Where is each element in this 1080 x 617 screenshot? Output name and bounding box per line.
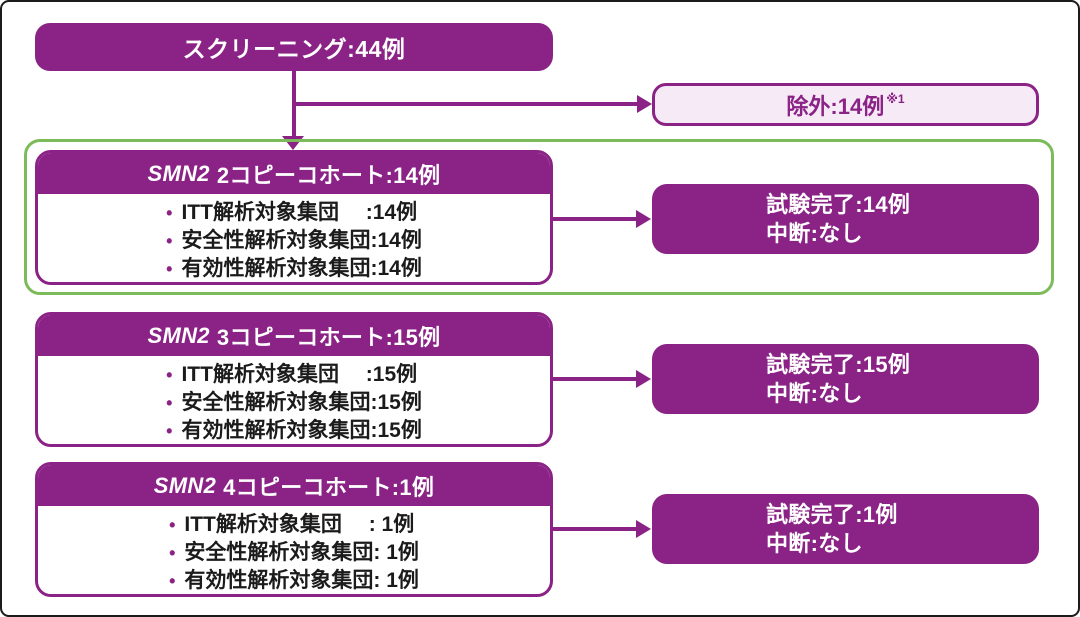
outcome-box-smn2-4copy: 試験完了:1例 中断:なし bbox=[652, 494, 1039, 564]
analysis-set-list: • ITT解析対象集団 :14例 • 安全性解析対象集団:14例 • 有効性解析対象集… bbox=[166, 199, 422, 282]
outcome-discontinued: 中断:なし bbox=[766, 531, 863, 556]
list-item: • 有効性解析対象集団:14例 bbox=[166, 255, 422, 282]
list-item: • 有効性解析対象集団:15例 bbox=[166, 417, 422, 444]
arrow-right-icon bbox=[636, 370, 651, 388]
outcome-box-smn2-3copy: 試験完了:15例 中断:なし bbox=[652, 344, 1039, 414]
list-item: • ITT解析対象集団 :15例 bbox=[166, 361, 422, 389]
list-item-label: ITT解析対象集団 : 1例 bbox=[184, 513, 415, 536]
highlight-frame bbox=[24, 139, 1054, 295]
list-item-label: 安全性解析対象集団:15例 bbox=[181, 391, 422, 414]
list-item: • ITT解析対象集団 : 1例 bbox=[169, 511, 419, 539]
arrow-right-icon bbox=[636, 210, 651, 228]
analysis-set-list: • ITT解析対象集団 :15例 • 安全性解析対象集団:15例 • 有効性解析対象集… bbox=[166, 361, 422, 444]
bullet-icon: • bbox=[166, 203, 173, 223]
bullet-icon: • bbox=[166, 231, 173, 251]
outcome-discontinued: 中断:なし bbox=[766, 381, 863, 406]
outcome-completed: 試験完了:14例 bbox=[766, 192, 911, 217]
bullet-icon: • bbox=[169, 515, 176, 535]
list-item-label: ITT解析対象集団 :14例 bbox=[181, 201, 418, 224]
screening-label: スクリーニング:44例 bbox=[182, 36, 406, 62]
connector-outcome-line bbox=[553, 377, 637, 381]
cohort-body: • ITT解析対象集団 : 1例 • 安全性解析対象集団: 1例 • 有効性解析対象集… bbox=[38, 506, 550, 594]
cohort-title-gene: SMN2 bbox=[153, 472, 217, 498]
excluded-label: 除外:14例 bbox=[786, 93, 885, 119]
list-item: • 安全性解析対象集団:14例 bbox=[166, 227, 422, 255]
cohort-title-rest: 2コピーコホート:14例 bbox=[216, 162, 441, 188]
cohort-title-gene: SMN2 bbox=[147, 160, 210, 186]
list-item-label: ITT解析対象集団 :15例 bbox=[181, 363, 418, 386]
bullet-icon: • bbox=[166, 421, 173, 441]
list-item-label: 安全性解析対象集団: 1例 bbox=[184, 541, 419, 564]
analysis-set-list: • ITT解析対象集団 : 1例 • 安全性解析対象集団: 1例 • 有効性解析対象集… bbox=[169, 511, 419, 594]
list-item: • ITT解析対象集団 :14例 bbox=[166, 199, 422, 227]
outcome-discontinued: 中断:なし bbox=[766, 221, 863, 246]
excluded-box: 除外:14例※1 bbox=[652, 83, 1039, 126]
connector-outcome-line bbox=[553, 527, 637, 531]
arrow-right-icon bbox=[637, 95, 652, 113]
connector-exclusion-line bbox=[292, 102, 638, 106]
screening-box: スクリーニング:44例 bbox=[35, 23, 553, 71]
bullet-icon: • bbox=[166, 365, 173, 385]
list-item: • 安全性解析対象集団:15例 bbox=[166, 389, 422, 417]
list-item: • 安全性解析対象集団: 1例 bbox=[169, 539, 419, 567]
cohort-title-rest: 4コピーコホート:1例 bbox=[223, 474, 435, 500]
bullet-icon: • bbox=[169, 571, 176, 591]
bullet-icon: • bbox=[166, 259, 173, 279]
cohort-body: • ITT解析対象集団 :14例 • 安全性解析対象集団:14例 • 有効性解析対象集… bbox=[38, 194, 550, 282]
outcome-completed: 試験完了:15例 bbox=[766, 352, 911, 377]
list-item-label: 有効性解析対象集団:15例 bbox=[181, 419, 422, 442]
arrow-right-icon bbox=[636, 520, 651, 538]
bullet-icon: • bbox=[166, 393, 173, 413]
list-item-label: 有効性解析対象集団:14例 bbox=[181, 257, 422, 280]
list-item: • 有効性解析対象集団: 1例 bbox=[169, 567, 419, 594]
cohort-title-rest: 3コピーコホート:15例 bbox=[216, 324, 441, 350]
outcome-completed: 試験完了:1例 bbox=[766, 502, 898, 527]
list-item-label: 安全性解析対象集団:14例 bbox=[181, 229, 422, 252]
connector-outcome-line bbox=[553, 217, 637, 221]
bullet-icon: • bbox=[169, 543, 176, 563]
outcome-box-smn2-2copy: 試験完了:14例 中断:なし bbox=[652, 184, 1039, 254]
cohort-title-gene: SMN2 bbox=[147, 322, 210, 348]
cohort-body: • ITT解析対象集団 :15例 • 安全性解析対象集団:15例 • 有効性解析対象集… bbox=[38, 356, 550, 444]
list-item-label: 有効性解析対象集団: 1例 bbox=[184, 569, 419, 592]
